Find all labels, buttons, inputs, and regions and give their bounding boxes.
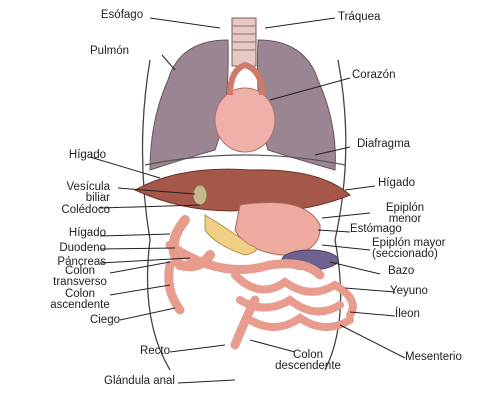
label-glandula-anal: Glándula anal (30, 376, 175, 387)
label-ciego: Ciego (40, 315, 120, 326)
label-esofago: Esófago (87, 10, 157, 21)
label-epiplon-menor: Epiplón menor (370, 203, 440, 225)
label-coledoco: Colédoco (18, 205, 110, 216)
label-yeyuno: Yeyuno (390, 286, 470, 297)
label-bazo: Bazo (388, 266, 468, 277)
label-mesenterio: Mesenterio (405, 352, 495, 363)
heart (215, 88, 275, 152)
label-epiplon-mayor: Epiplón mayor (seccionado) (372, 238, 492, 260)
label-colon-ascendente: Colon ascendente (38, 289, 122, 311)
label-estomago: Estómago (350, 224, 430, 235)
lung-left (150, 40, 228, 170)
label-higado-right: Hígado (378, 178, 458, 189)
label-higado-left-2: Hígado (20, 228, 106, 239)
label-colon-descendente: Colon descendente (258, 350, 358, 372)
label-higado-left: Hígado (20, 150, 106, 161)
label-duodeno: Duodeno (20, 243, 106, 254)
label-recto: Recto (100, 346, 170, 357)
label-traquea: Tráquea (338, 12, 418, 23)
ascending-colon (169, 265, 180, 310)
label-diafragma: Diafragma (357, 139, 437, 150)
gallbladder (193, 185, 207, 205)
label-vesicula: Vesícula biliar (18, 182, 110, 204)
label-colon-transverso: Colon transverso (40, 266, 120, 288)
label-pulmon: Pulmón (90, 46, 170, 57)
label-ileon: Íleon (395, 309, 475, 320)
label-corazon: Corazón (352, 70, 432, 81)
label-vesicula-text: Vesícula biliar (67, 181, 110, 204)
